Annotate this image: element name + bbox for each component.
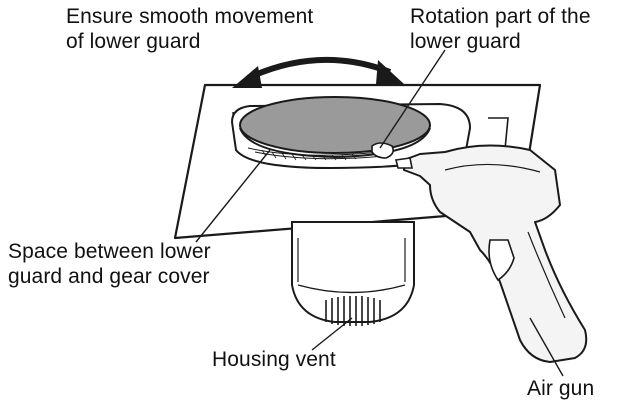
label-air-gun: Air gun [527,377,595,400]
leader-space [195,149,271,243]
arrow-head-right [376,60,404,84]
air-gun-grip-line [527,231,566,319]
label-smooth-line-2: of lower guard [66,30,201,53]
label-smooth-line-1: Ensure smooth movement [66,5,314,28]
label-smooth-movement: Ensure smooth movement of lower guard [66,4,313,54]
air-gun-nozzle [395,157,413,169]
label-housing-vent: Housing vent [212,348,336,371]
housing-bottom-arc [297,284,406,294]
lower-guard-rim [239,127,431,159]
air-gun-body-line [444,163,541,173]
label-space-line-2: guard and gear cover [8,265,210,288]
air-gun-trigger [488,239,515,282]
leader-vent [311,317,353,351]
label-rotation-part: Rotation part of the lower guard [410,4,591,54]
movement-arrow [246,56,392,81]
lower-guard [239,96,431,154]
leader-rotation [379,49,446,149]
housing-vent-slots [325,296,381,326]
motor-housing [291,221,415,323]
rotation-part [371,142,394,159]
label-rotation-line-1: Rotation part of the [410,5,591,28]
label-rotation-line-2: lower guard [410,30,521,53]
leader-airgun [529,317,564,377]
arrow-head-left [232,66,262,88]
label-space-between: Space between lower guard and gear cover [8,239,211,289]
label-space-line-1: Space between lower [8,240,211,263]
